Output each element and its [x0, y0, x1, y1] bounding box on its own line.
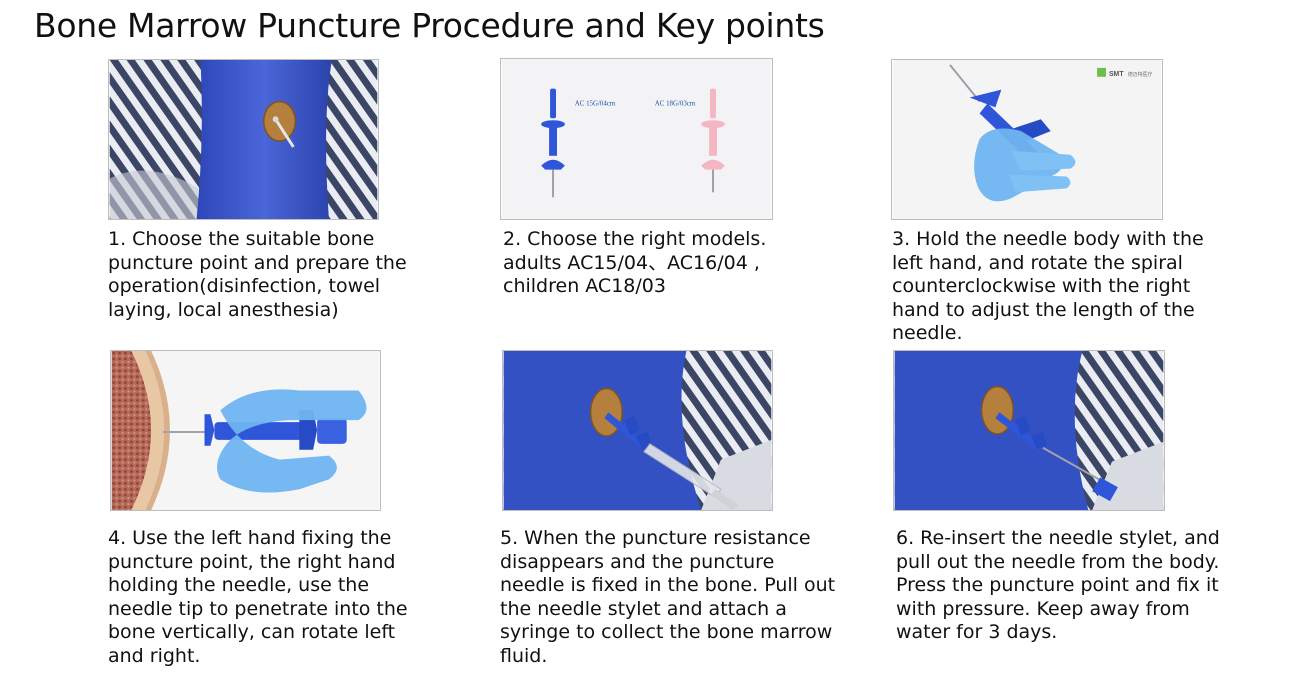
- caption-line: holding the needle, use the: [108, 574, 370, 596]
- syringe-attached-icon: [503, 351, 772, 510]
- logo-text: SMT: [1109, 71, 1124, 78]
- caption-line: 5. When the puncture resistance: [500, 527, 811, 549]
- pink-needle-icon: [701, 88, 725, 193]
- caption-line: left hand, and rotate the spiral: [892, 251, 1183, 274]
- caption-line: disappears and the puncture: [500, 550, 775, 573]
- caption-line: Press the puncture point and fix it: [896, 574, 1219, 596]
- step-4-caption: 4. Use the left hand fixing the puncture…: [108, 527, 408, 668]
- caption-line: needle tip to penetrate into the: [108, 597, 408, 620]
- caption-line: water for 3 days.: [896, 621, 1058, 643]
- step-5-image: [502, 350, 773, 511]
- caption-line: puncture point, the right hand: [108, 550, 396, 573]
- step-2-image: AC 15G/04cm AC 18G/03cm: [500, 58, 773, 220]
- caption-line: operation(disinfection, towel: [108, 275, 381, 297]
- logo-subtext: 德迈特医疗: [1128, 71, 1153, 78]
- stylet-reinserted-icon: [894, 351, 1164, 510]
- caption-line: hand to adjust the length of the: [892, 298, 1195, 321]
- step-6-caption: 6. Re-insert the needle stylet, and pull…: [896, 527, 1220, 645]
- step-5-caption: 5. When the puncture resistance disappea…: [500, 527, 835, 668]
- model-label-left: AC 15G/04cm: [575, 100, 616, 107]
- caption-line: fluid.: [500, 644, 548, 667]
- caption-line: syringe to collect the bone marrow: [500, 621, 833, 643]
- step-4-image: [110, 350, 381, 511]
- step-3-image: SMT 德迈特医疗: [891, 59, 1163, 220]
- drape-with-puncture-site-icon: [109, 60, 378, 219]
- caption-line: 4. Use the left hand fixing the: [108, 527, 392, 549]
- step-1-image: [108, 59, 379, 220]
- caption-line: the needle stylet and attach a: [500, 597, 787, 620]
- needle-models-icon: AC 15G/04cm AC 18G/03cm: [501, 59, 772, 219]
- blue-needle-icon: [541, 88, 565, 198]
- caption-line: and right.: [108, 644, 201, 667]
- caption-line: children AC18/03: [503, 275, 666, 297]
- smt-logo-icon: SMT 德迈特医疗: [1097, 67, 1153, 78]
- caption-line: needle.: [892, 322, 963, 344]
- step-2-caption: 2. Choose the right models. adults AC15/…: [503, 228, 766, 299]
- hand-holding-needle-icon: SMT 德迈特医疗: [892, 60, 1162, 219]
- caption-line: pull out the needle from the body.: [896, 550, 1220, 573]
- caption-line: laying, local anesthesia): [108, 298, 339, 321]
- caption-line: 1. Choose the suitable bone: [108, 228, 375, 250]
- caption-line: with pressure. Keep away from: [896, 597, 1190, 620]
- caption-line: puncture point and prepare the: [108, 251, 407, 274]
- step-1-caption: 1. Choose the suitable bone puncture poi…: [108, 228, 407, 322]
- step-3-caption: 3. Hold the needle body with the left ha…: [892, 228, 1204, 346]
- caption-line: counterclockwise with the right: [892, 275, 1191, 297]
- caption-line: 3. Hold the needle body with the: [892, 228, 1204, 250]
- caption-line: adults AC15/04、AC16/04 ,: [503, 251, 760, 274]
- caption-line: needle is fixed in the bone. Pull out: [500, 574, 836, 596]
- page-title: Bone Marrow Puncture Procedure and Key p…: [34, 6, 825, 45]
- needle-penetrating-bone-icon: [111, 351, 380, 510]
- model-label-right: AC 18G/03cm: [655, 100, 696, 107]
- caption-line: 2. Choose the right models.: [503, 228, 767, 250]
- step-6-image: [893, 350, 1165, 511]
- caption-line: bone vertically, can rotate left: [108, 621, 396, 643]
- caption-line: 6. Re-insert the needle stylet, and: [896, 527, 1220, 549]
